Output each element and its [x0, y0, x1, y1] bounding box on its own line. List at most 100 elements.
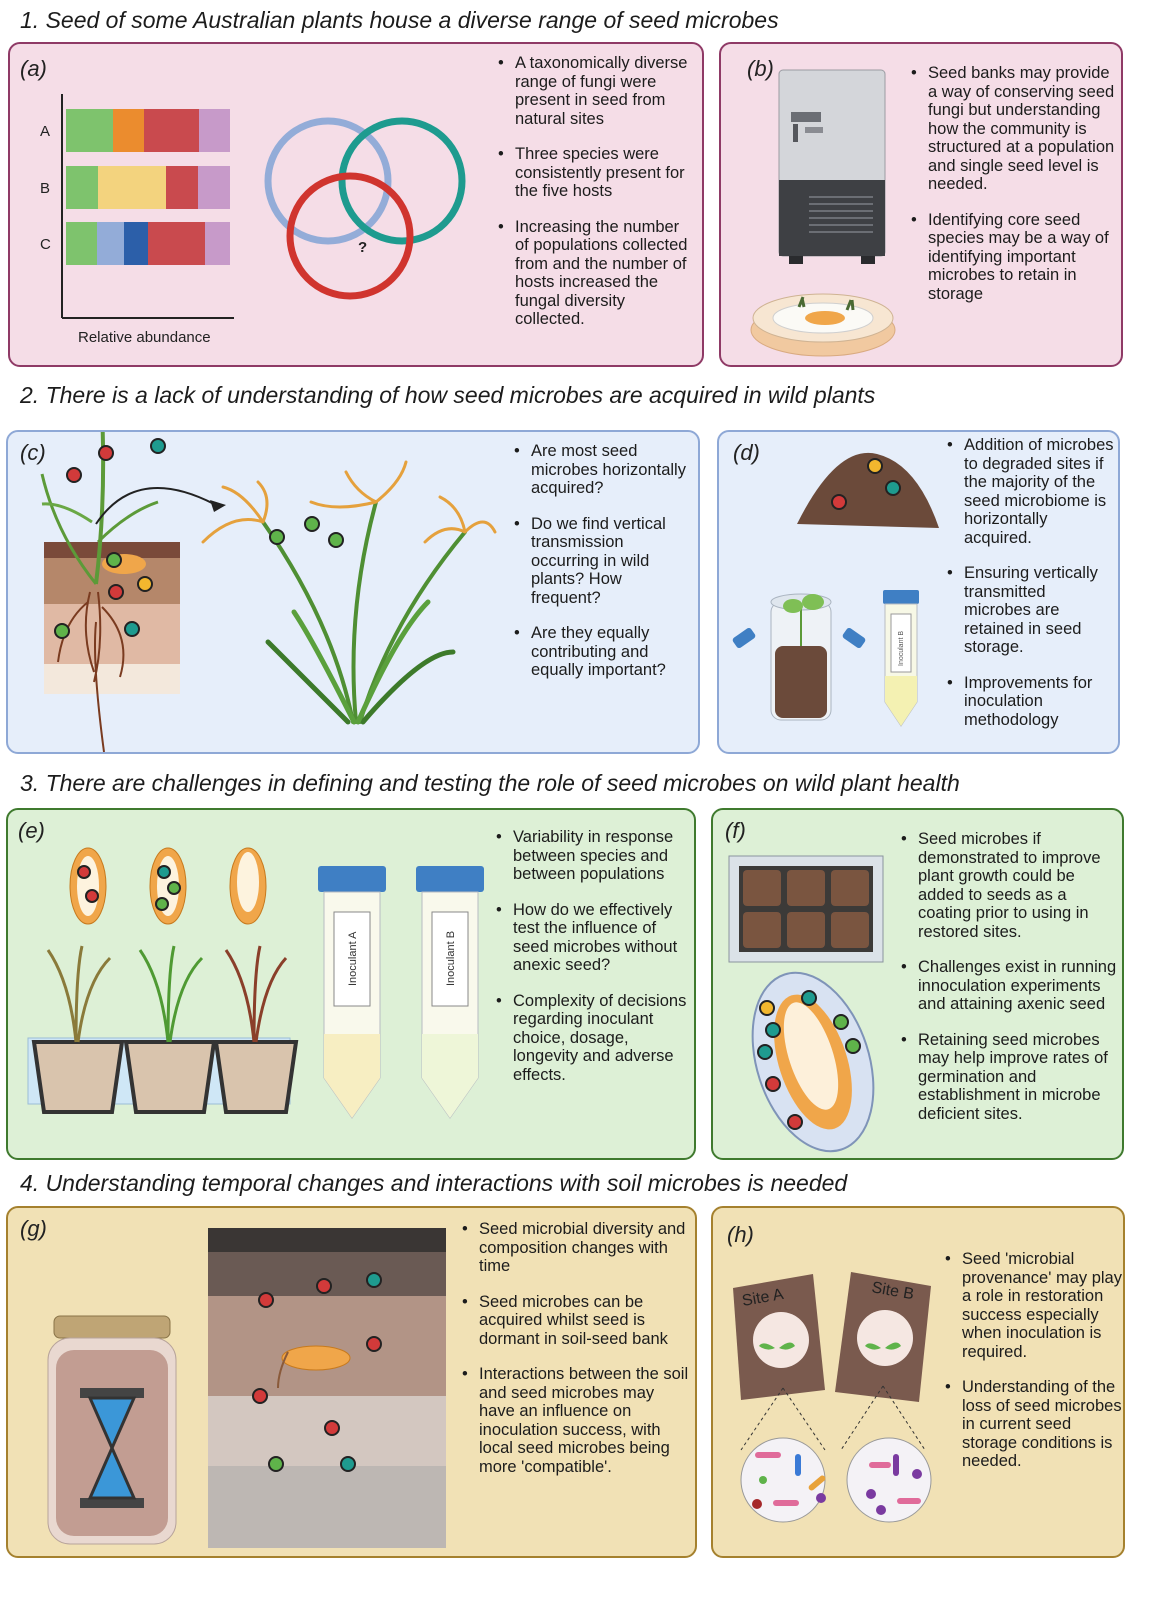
panel-e-bullet-2: How do we effectively test the influence…	[494, 901, 690, 975]
panel-g: (g) Seed microbial	[6, 1206, 697, 1558]
panel-c-label: (c)	[20, 440, 46, 465]
panel-b: (b) Seed banks may provide a way of cons…	[719, 42, 1123, 367]
microbe-green-icon	[106, 552, 122, 568]
panel-b-bullet-1: Seed banks may provide a way of conservi…	[909, 64, 1117, 194]
microbe-teal-icon	[124, 621, 140, 637]
panel-c-microbes	[54, 438, 344, 639]
section-1-heading: 1. Seed of some Australian plants house …	[20, 7, 779, 33]
section-3-heading: 3. There are challenges in defining and …	[20, 770, 960, 796]
arrow-head	[210, 500, 226, 512]
tube-label-a: Inoculant A	[347, 931, 359, 986]
panel-b-bullet-2: Identifying core seed species may be a w…	[909, 211, 1117, 304]
panel-d: (d) Inoculant B Addition of microbes to	[717, 430, 1120, 754]
venn-question-mark: ?	[358, 239, 367, 256]
plant-pots	[27, 945, 299, 1114]
panel-f-bullets: Seed microbes if demonstrated to improve…	[899, 830, 1119, 1140]
seedling-tray-icon	[728, 855, 884, 963]
x-axis-label: Relative abundance	[78, 329, 211, 346]
microbe-green-icon	[328, 532, 344, 548]
grass-plant-icon	[201, 460, 497, 725]
seed-bank-illustration	[750, 69, 896, 357]
panel-f: (f) Seed microbes if demonstrated to imp…	[711, 808, 1124, 1160]
panel-h: (h) Site A Site B	[711, 1206, 1125, 1558]
inoculant-testing-illustration: Inoculant A Inoculant B	[27, 847, 484, 1119]
inoculant-tube-a: Inoculant A	[318, 866, 386, 1119]
panel-e-bullet-3: Complexity of decisions regarding inocul…	[494, 992, 690, 1085]
petri-dish-icon	[750, 293, 896, 357]
bar-label-c: C	[40, 236, 51, 253]
microbe-red-icon	[108, 584, 124, 600]
microbe-green-icon	[304, 516, 320, 532]
transmission-arrow	[95, 487, 215, 525]
panel-b-label: (b)	[747, 56, 774, 81]
section-4-heading: 4. Understanding temporal changes and in…	[20, 1170, 848, 1196]
panel-c-bullet-1: Are most seed microbes horizontally acqu…	[512, 442, 694, 498]
panel-g-bullets: Seed microbial diversity and composition…	[460, 1220, 690, 1493]
panel-h-bullet-2: Understanding of the loss of seed microb…	[943, 1378, 1123, 1471]
panel-a: (a) A B C Relative abundance ? A taxonom…	[8, 42, 704, 367]
culture-jar-icon	[732, 593, 866, 721]
panel-e-bullet-1: Variability in response between species …	[494, 828, 690, 884]
plant-acquisition-illustration	[40, 432, 497, 752]
panel-a-bullet-3: Increasing the number of populations col…	[496, 218, 694, 329]
panel-a-bullets: A taxonomically diverse range of fungi w…	[496, 54, 694, 346]
panel-e: (e) Inoculan	[6, 808, 696, 1160]
seed-bag-site-b: Site B	[835, 1272, 931, 1402]
panel-f-bullet-2: Challenges exist in running innoculation…	[899, 958, 1119, 1014]
microbe-yellow-icon	[137, 576, 153, 592]
panel-f-label: (f)	[725, 818, 746, 843]
panel-c-bullet-2: Do we find vertical transmission occurri…	[512, 515, 694, 608]
venn-diagram	[264, 117, 466, 300]
microbe-red-icon	[66, 467, 82, 483]
panel-a-label: (a)	[20, 56, 47, 81]
storage-jar-icon	[47, 1315, 177, 1545]
seeds-row	[69, 847, 267, 925]
abundance-bar-a	[66, 109, 230, 152]
inoculant-tube-b: Inoculant B	[416, 866, 484, 1119]
seed-coating-illustration	[728, 855, 884, 1153]
abundance-bar-c	[66, 222, 230, 265]
panel-h-bullet-1: Seed 'microbial provenance' may play a r…	[943, 1250, 1123, 1361]
panel-g-bullet-1: Seed microbial diversity and composition…	[460, 1220, 690, 1276]
panel-g-bullet-2: Seed microbes can be acquired whilst see…	[460, 1293, 690, 1349]
abundance-bar-b	[66, 166, 230, 209]
panel-f-bullet-1: Seed microbes if demonstrated to improve…	[899, 830, 1119, 941]
soil-layers	[208, 1228, 446, 1548]
section-2-heading: 2. There is a lack of understanding of h…	[20, 382, 876, 408]
falcon-tube-icon: Inoculant B	[883, 590, 919, 727]
panel-c-bullet-3: Are they equally contributing and equall…	[512, 624, 694, 680]
microbe-red-icon	[98, 445, 114, 461]
panel-d-label: (d)	[733, 440, 760, 465]
microbe-teal-icon	[150, 438, 166, 454]
panel-d-bullet-2: Ensuring vertically transmitted microbes…	[945, 564, 1117, 657]
tube-label-d: Inoculant B	[898, 631, 905, 666]
panel-a-bullet-1: A taxonomically diverse range of fungi w…	[496, 54, 694, 128]
seed-bag-site-a: Site A	[733, 1274, 825, 1400]
panel-g-bullet-3: Interactions between the soil and seed m…	[460, 1365, 690, 1476]
panel-a-bullet-2: Three species were consistently present …	[496, 145, 694, 201]
microbe-magnification-b	[840, 1385, 932, 1523]
panel-d-bullets: Addition of microbes to degraded sites i…	[945, 436, 1117, 746]
seed-provenance-illustration: Site A Site B	[733, 1272, 932, 1523]
microbe-magnification-a	[740, 1387, 826, 1523]
panel-h-bullets: Seed 'microbial provenance' may play a r…	[943, 1250, 1123, 1488]
panel-d-bullet-3: Improvements for inoculation methodology	[945, 674, 1117, 730]
panel-e-bullets: Variability in response between species …	[494, 828, 690, 1101]
soil-seed-bank-illustration	[47, 1228, 446, 1548]
freezer-icon	[778, 69, 886, 264]
microbe-green-icon	[54, 623, 70, 639]
panel-c-bullets: Are most seed microbes horizontally acqu…	[512, 442, 694, 697]
panel-e-label: (e)	[18, 818, 45, 843]
bar-label-a: A	[40, 123, 50, 140]
panel-b-bullets: Seed banks may provide a way of conservi…	[909, 64, 1117, 320]
seedling-icon	[40, 432, 159, 585]
bar-label-b: B	[40, 180, 50, 197]
panel-d-bullet-1: Addition of microbes to degraded sites i…	[945, 436, 1117, 547]
soil-profile	[44, 542, 180, 752]
inoculation-illustration: Inoculant B	[732, 452, 939, 727]
coated-seed-icon	[751, 971, 875, 1153]
microbe-green-icon	[269, 529, 285, 545]
tube-label-b: Inoculant B	[445, 931, 457, 986]
panel-f-bullet-3: Retaining seed microbes may help improve…	[899, 1031, 1119, 1124]
fungal-abundance-figure: A B C Relative abundance ?	[40, 94, 466, 346]
